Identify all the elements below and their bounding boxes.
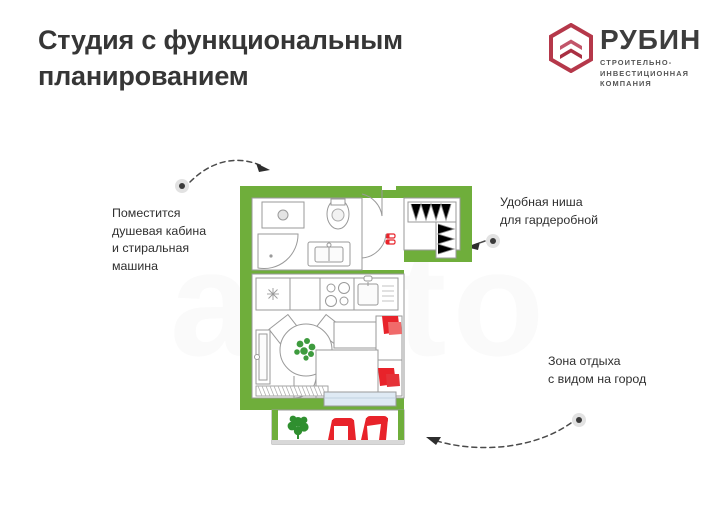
shower-cabin: [257, 233, 299, 270]
logo-wordmark: РУБИН: [600, 24, 702, 55]
radiator: [255, 385, 329, 397]
balcony-chair-left: [328, 418, 356, 440]
balcony-plant: [287, 415, 309, 439]
annotation-dot-lounge: [572, 413, 586, 427]
armchairs-red: [378, 316, 402, 387]
annotation-bathroom: Поместится душевая кабина и стиральная м…: [112, 206, 207, 273]
logo-subtitle: СТРОИТЕЛЬНО- ИНВЕСТИЦИОННАЯ КОМПАНИЯ: [600, 58, 690, 89]
arrow-head-bathroom: [256, 163, 270, 172]
rubin-hexagon-icon: [548, 22, 594, 74]
balcony-glazing: [323, 391, 397, 407]
wardrobe-niche-contents: [385, 201, 457, 259]
bathroom-fixtures: [257, 198, 351, 270]
floorplan: [236, 182, 476, 447]
balcony-chair-right: [361, 416, 388, 440]
stove: [319, 277, 355, 311]
armchair-red-bottom: [378, 368, 400, 387]
potted-plant: [294, 338, 316, 361]
balcony-post-right: [398, 410, 404, 444]
balcony-post-left: [272, 410, 278, 444]
annotation-dot-wardrobe: [486, 234, 500, 248]
annotation-wardrobe: Удобная ниша для гардеробной: [500, 195, 599, 227]
counter: [289, 277, 321, 311]
page-title: Студия с функциональным планированием: [38, 25, 403, 91]
company-logo: РУБИН СТРОИТЕЛЬНО- ИНВЕСТИЦИОННАЯ КОМПАН…: [548, 22, 708, 95]
wardrobe: [254, 329, 271, 385]
arrow-line-bathroom: [189, 159, 263, 183]
armchair-red-top: [382, 316, 402, 335]
shoes: [385, 233, 396, 245]
room-outlines: [251, 197, 461, 399]
hanging-clothes-zigzag-side: [436, 223, 456, 255]
annotation-lounge: Зона отдыха с видом на город: [548, 354, 647, 386]
balcony: [271, 409, 405, 445]
annotation-dot-bathroom: [175, 179, 189, 193]
hanging-clothes-zigzag-top: [410, 202, 452, 222]
snowflake-icon: [267, 288, 279, 300]
kitchen-units: [255, 275, 399, 311]
